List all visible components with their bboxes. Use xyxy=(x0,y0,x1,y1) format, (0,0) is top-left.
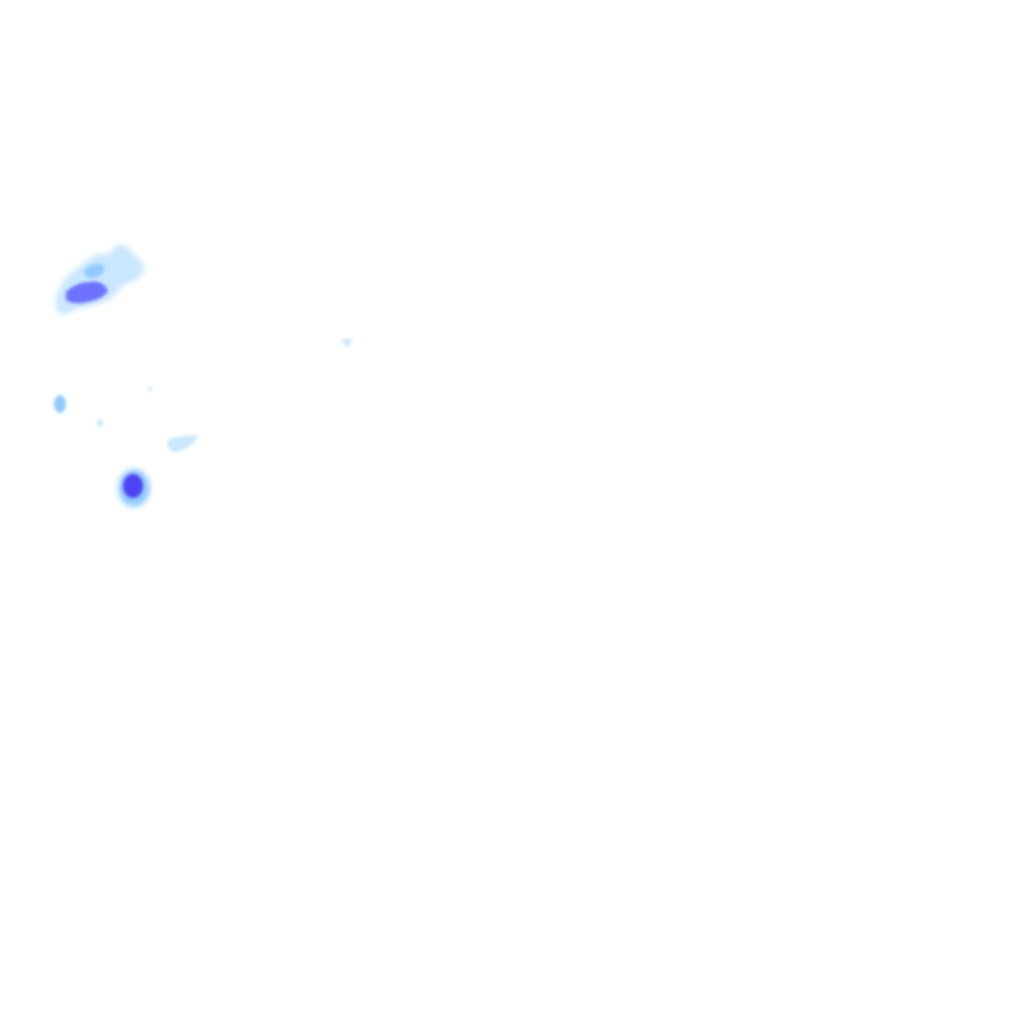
northwest-cluster-core xyxy=(66,281,108,304)
small-cell-a xyxy=(54,395,66,413)
small-cell-b xyxy=(97,419,103,427)
south-core-group xyxy=(123,474,143,498)
scattered-cells xyxy=(54,339,353,452)
elongated-cell xyxy=(167,435,198,452)
northwest-core-group xyxy=(66,263,108,304)
northwest-core-fragment xyxy=(84,263,105,279)
northeast-fleck xyxy=(341,339,353,348)
small-cell-c xyxy=(148,387,152,391)
south-cell-core xyxy=(123,474,143,498)
